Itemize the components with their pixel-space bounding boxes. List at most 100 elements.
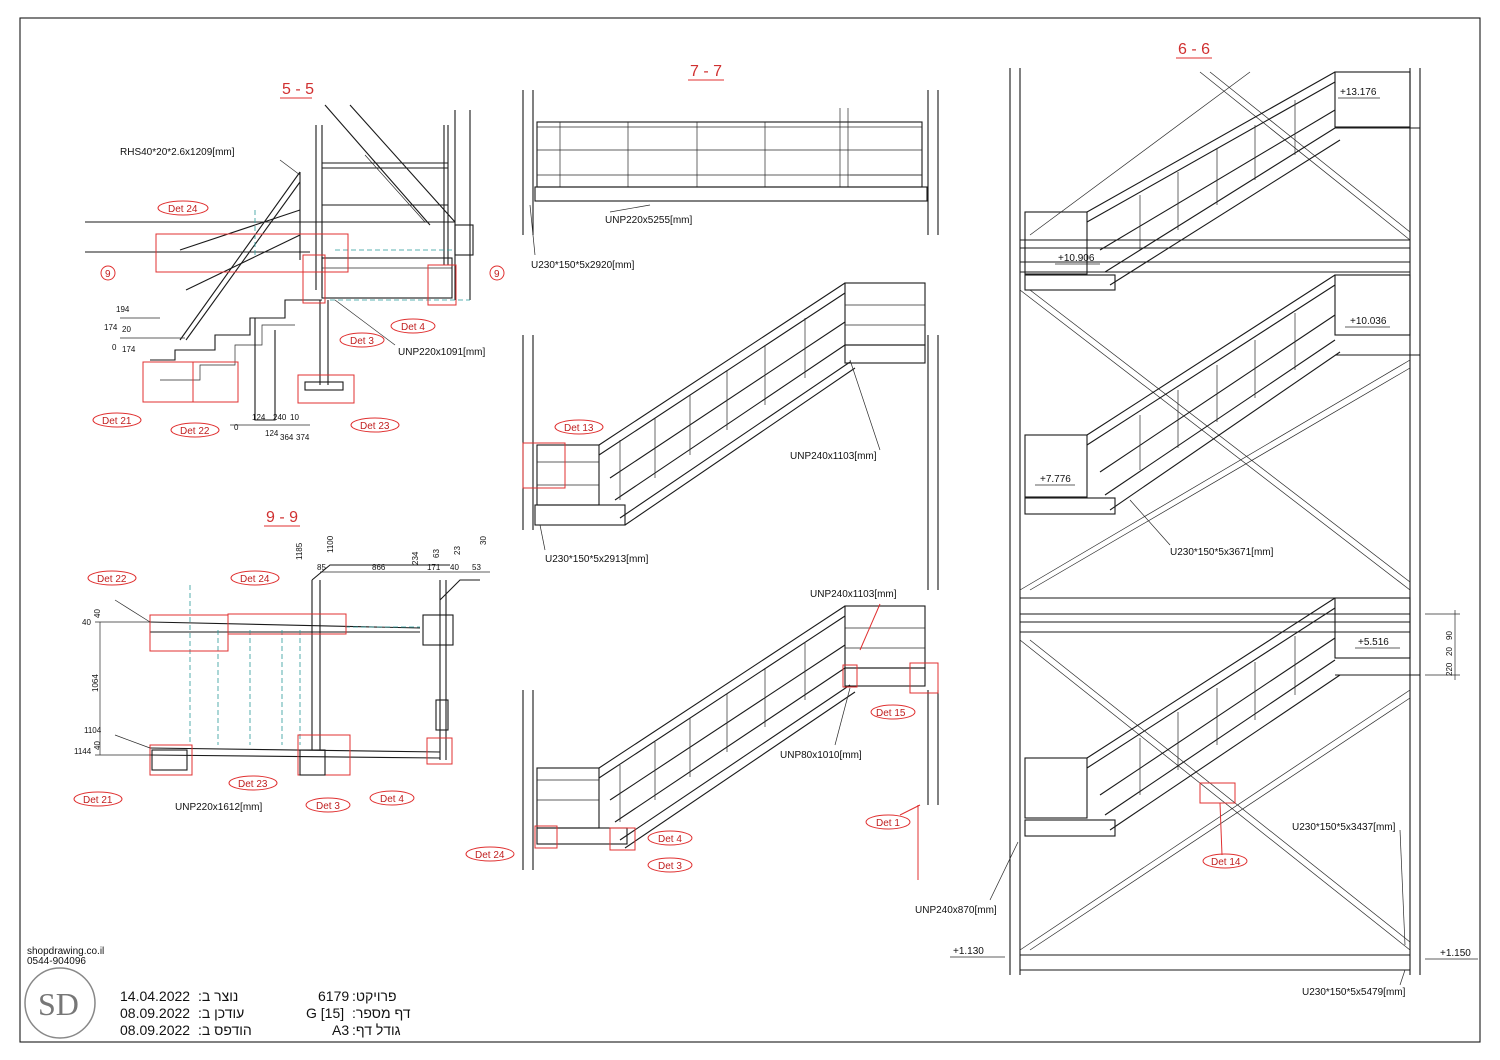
drawing-line (1029, 289, 1411, 583)
detail-callout-outline (842, 664, 858, 688)
detail-tag-label: Det 22 (180, 426, 210, 437)
level-marker-label: +10.036 (1350, 316, 1387, 327)
drawing-line (149, 754, 441, 759)
detail-callout-outline (350, 417, 400, 433)
drawing-line (536, 767, 600, 829)
drawing-line (834, 687, 851, 746)
drawing-line (619, 361, 851, 519)
section-9-9: 9 - 9 (73, 509, 490, 813)
dimension-label: 234 (411, 551, 420, 565)
drawing-line (989, 841, 1019, 901)
drawing-line (1086, 284, 1336, 446)
drawing-text: 9 (105, 269, 111, 280)
drawing-line (534, 186, 928, 202)
dimension-label: 171 (427, 563, 441, 572)
member-label: U230*150*5x3671[mm] (1170, 547, 1274, 558)
drawing-line (1109, 674, 1341, 831)
dimension-label: 194 (116, 305, 130, 314)
detail-tag-label: Det 24 (240, 574, 270, 585)
dimension-label: 53 (472, 563, 481, 572)
dimension-label: 124 (265, 429, 279, 438)
drawing-line (539, 524, 546, 551)
member-label: U230*150*5x2913[mm] (545, 554, 649, 565)
section-5-5: 5 - 5 (85, 81, 505, 442)
phone: 0544-904096 (27, 956, 86, 967)
member-label: UNP220x1612[mm] (175, 802, 262, 813)
drawing-line (422, 614, 454, 646)
drawing-line (1024, 434, 1088, 498)
dimension-label: 1064 (91, 674, 100, 692)
drawing-line (454, 224, 474, 256)
member-label: UNP240x1103[mm] (790, 451, 877, 462)
drawing-line (598, 282, 846, 446)
dimension-label: 85 (317, 563, 326, 572)
website: shopdrawing.co.il (27, 946, 104, 957)
detail-tag-label: Det 15 (876, 708, 906, 719)
drawing-line (1129, 499, 1171, 546)
detail-tag-label: Det 23 (360, 421, 390, 432)
detail-tag-label: Det 4 (401, 322, 425, 333)
detail-tag-label: Det 24 (475, 850, 505, 861)
dimension-label: 174 (104, 323, 118, 332)
drawing-line (614, 344, 846, 501)
detail-callout-outline (489, 265, 505, 281)
updated-date: 08.09.2022 (120, 1005, 190, 1021)
drawing-line (185, 181, 301, 341)
detail-callout-outline (427, 264, 457, 306)
section-6-6: 6 - 6 (915, 41, 1478, 998)
detail-callout-outline (149, 614, 229, 652)
detail-callout-outline (73, 791, 123, 807)
drawing-line (1086, 607, 1336, 769)
drawing-line (1334, 71, 1411, 128)
member-label: RHS40*20*2.6x1209[mm] (120, 147, 235, 158)
detail-callout-outline (522, 442, 566, 489)
logo-circle (24, 967, 96, 1039)
dimension-label: 374 (296, 433, 310, 442)
member-label: UNP240x870[mm] (915, 905, 997, 916)
dimension-label: 0 (112, 343, 117, 352)
detail-callout-outline (170, 422, 220, 438)
member-label: UNP220x1091[mm] (398, 347, 485, 358)
level-marker-label: +1.130 (953, 946, 984, 957)
drawing-line (1019, 289, 1411, 591)
section-title-9-9: 9 - 9 (266, 509, 298, 526)
drawing-line (304, 381, 344, 391)
detail-callout-outline (870, 704, 916, 720)
drawing-line (439, 579, 480, 601)
detail-callout-outline (230, 570, 280, 586)
dimension-label: 40 (93, 741, 102, 750)
level-marker-label: +1.150 (1440, 948, 1471, 959)
sheet-label: :דף מספר (352, 1005, 411, 1021)
detail-callout-outline (228, 775, 278, 791)
sheet-value: G [15] (306, 1005, 344, 1021)
detail-callout-outline (227, 613, 347, 635)
drawing-line (1029, 639, 1411, 943)
detail-tag-label: Det 21 (83, 795, 113, 806)
drawing-line (1024, 757, 1088, 819)
drawing-line (1029, 367, 1411, 591)
drawing-line (844, 282, 926, 346)
detail-callout-outline (305, 797, 351, 813)
drawing-line (1109, 139, 1341, 286)
detail-tag-label: Det 1 (876, 818, 900, 829)
drawing-line (185, 234, 301, 291)
drawing-line (1024, 211, 1088, 275)
created-date: 14.04.2022 (120, 988, 190, 1004)
level-marker-label: +5.516 (1358, 637, 1389, 648)
drawing-line (435, 699, 449, 731)
drawing-line (849, 359, 881, 451)
drawing-line (1086, 597, 1336, 759)
detail-callout-outline (554, 419, 604, 435)
dimension-label: 1144 (74, 747, 92, 756)
drawing-line (1086, 274, 1336, 436)
drawing-line (321, 257, 453, 299)
drawing-line (1209, 71, 1411, 233)
drawing-line (624, 691, 856, 849)
drawing-line (324, 104, 431, 226)
drawing-line (1099, 637, 1336, 796)
drawing-line (149, 747, 441, 753)
member-label: U230*150*5x3437[mm] (1292, 822, 1396, 833)
dimension-label: 40 (82, 618, 91, 627)
dimension-label: 90 (1445, 631, 1454, 640)
